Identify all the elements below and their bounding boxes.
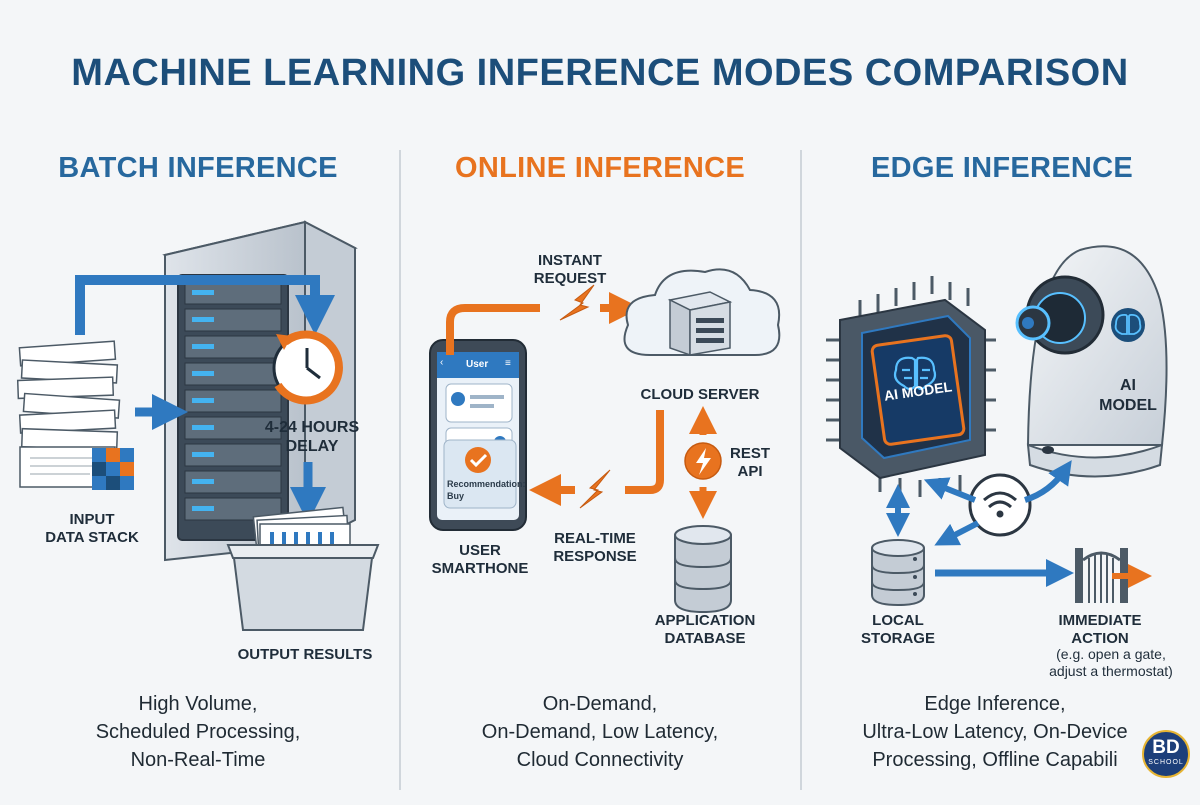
delay-label: 4-24 HOURS DELAY (264, 419, 360, 455)
output-results-label: OUTPUT RESULTS (237, 646, 373, 663)
api-lightning-icon (684, 442, 722, 480)
action-example-note: (e.g. open a gate, adjust a thermostat) (1049, 646, 1173, 679)
security-camera-icon (1015, 245, 1168, 478)
request-arrow-line (446, 304, 540, 355)
phone-back-icon: ‹ (440, 357, 444, 368)
gate-icon (1075, 548, 1152, 603)
page-title: MACHINE LEARNING INFERENCE MODES COMPARI… (71, 52, 1129, 94)
server-rack-icon (162, 220, 358, 562)
clock-icon (272, 330, 343, 405)
edge-caption: Edge Inference, Ultra-Low Latency, On-De… (862, 693, 1128, 771)
wifi-to-storage-arrow (934, 520, 980, 546)
application-database-label: APPLICATION DATABASE (654, 612, 756, 647)
local-storage-label: LOCAL STORAGE (861, 612, 935, 647)
phone-recommendation-label: Recommendation: (447, 479, 526, 489)
online-caption: On-Demand, On-Demand, Low Latency, Cloud… (481, 693, 719, 771)
cloud-server-label: CLOUD SERVER (640, 386, 760, 403)
ai-chip-icon (826, 276, 996, 497)
phone-menu-icon: ≡ (505, 358, 511, 369)
storage-icon (871, 539, 925, 607)
input-data-label: INPUT DATA STACK (45, 511, 139, 546)
lightning-icon (559, 284, 595, 321)
wifi-to-camera-arrow (1024, 460, 1072, 503)
results-bin-icon (226, 506, 380, 631)
smartphone-icon (429, 339, 527, 531)
wifi-icon (968, 473, 1032, 537)
bd-school-logo: BD SCHOOL (1142, 730, 1190, 778)
user-smartphone-label: USER SMARTHONE (431, 542, 529, 577)
column-divider (399, 150, 401, 790)
phone-recommendation-value: Buy (447, 491, 465, 501)
edge-heading: EDGE INFERENCE (870, 152, 1133, 184)
camera-ai-model-label: AI MODEL (1099, 377, 1157, 414)
phone-user-title: User (466, 359, 489, 370)
real-time-response-label: REAL-TIME RESPONSE (553, 530, 637, 565)
lightning-icon (579, 469, 611, 509)
database-icon (674, 525, 732, 614)
document-stack-icon (16, 340, 134, 490)
column-divider (800, 150, 802, 790)
rest-api-label: REST API (729, 445, 770, 480)
instant-request-label: INSTANT REQUEST (533, 252, 607, 287)
cloud-server-icon (623, 268, 781, 357)
immediate-action-label: IMMEDIATE ACTION (1058, 612, 1142, 647)
batch-caption: High Volume, Scheduled Processing, Non-R… (95, 693, 301, 771)
online-heading: ONLINE INFERENCE (455, 152, 745, 184)
batch-heading: BATCH INFERENCE (58, 152, 338, 184)
wifi-to-chip-arrow (923, 477, 977, 503)
response-arrow-line (625, 410, 664, 494)
input-to-server-arrow (75, 275, 335, 335)
